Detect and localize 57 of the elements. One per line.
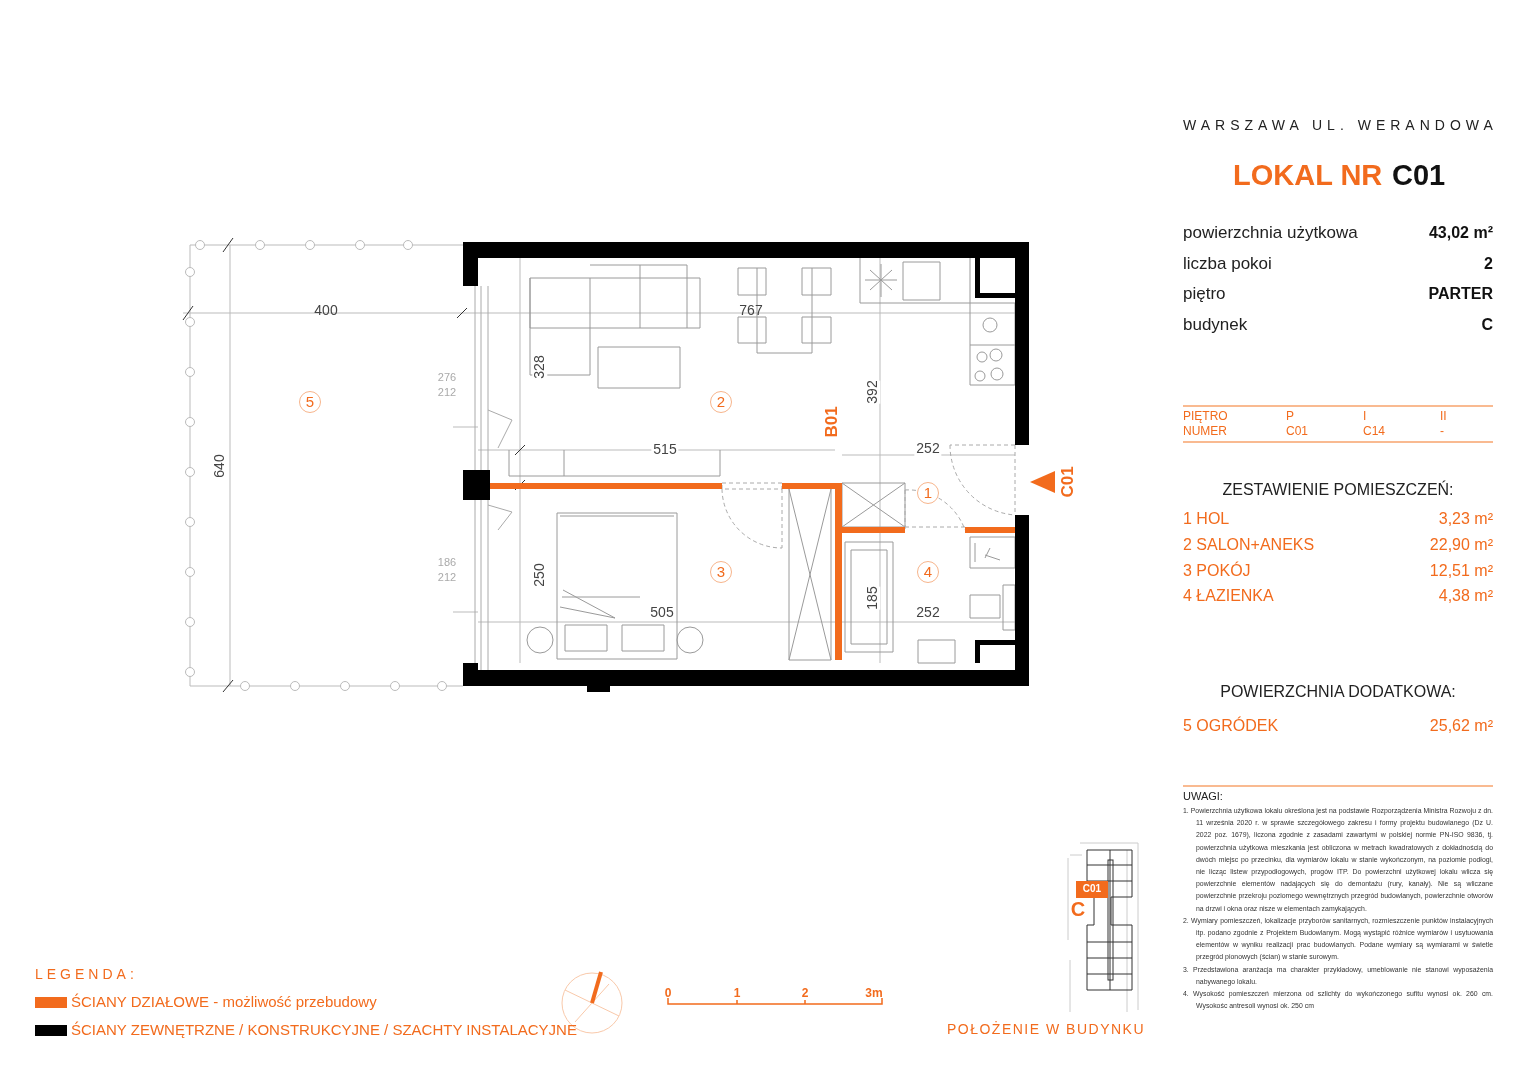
room-area: 3,23 m² (1438, 510, 1493, 528)
dimension-text: 212 (437, 571, 457, 584)
table-cell: PIĘTRO (1183, 410, 1228, 424)
field-label: budynek (1183, 316, 1248, 335)
scale-number: 0 (664, 987, 672, 1001)
dimension-text: 185 (865, 586, 881, 610)
dimension-text: 767 (739, 303, 763, 319)
caption: POŁOŻENIE W BUDYNKU (946, 1022, 1146, 1038)
room-name: 4 ŁAZIENKA (1183, 587, 1274, 605)
dimension-text: 212 (437, 386, 457, 399)
room-area: 22,90 m² (1429, 536, 1493, 554)
section-heading: POWIERZCHNIA DODATKOWA: (1220, 683, 1456, 701)
unit-marker: C01 (1082, 883, 1102, 894)
room-name: 5 OGRÓDEK (1183, 717, 1279, 735)
room-name: 3 POKÓJ (1183, 562, 1251, 580)
field-value: 43,02 m² (1428, 224, 1493, 242)
notes-heading: UWAGI: (1183, 790, 1223, 803)
room-area: 4,38 m² (1438, 587, 1493, 605)
room-name: 1 HOL (1183, 510, 1230, 528)
dimension-text: 252 (914, 441, 942, 457)
scale-number: 3m (865, 987, 883, 1001)
dimension-text: 276 (437, 371, 457, 384)
field-label: piętro (1183, 285, 1226, 304)
room-area: 12,51 m² (1429, 562, 1493, 580)
dimension-text: 392 (865, 380, 881, 404)
field-value: 2 (1484, 255, 1493, 273)
legend-heading: LEGENDA: (35, 967, 138, 983)
building-letter: C (1070, 898, 1086, 920)
dimension-text: 186 (437, 556, 457, 569)
legend-text: ŚCIANY DZIAŁOWE - możliwość przebudowy (71, 994, 377, 1011)
scale-number: 1 (733, 987, 741, 1001)
unit-number: C01 (1392, 160, 1446, 192)
room-name: 2 SALON+ANEKS (1183, 536, 1315, 554)
dimension-text: 400 (314, 303, 338, 319)
table-cell: I (1363, 410, 1367, 424)
table-cell: - (1440, 425, 1444, 439)
field-value: C (1481, 316, 1493, 334)
legend-text: ŚCIANY ZEWNĘTRZNE / KONSTRUKCYJNE / SZACHTY INSTALACYJNE (71, 1022, 577, 1039)
room-number: 4 (917, 561, 939, 583)
field-label: powierzchnia użytkowa (1183, 224, 1358, 243)
field-label: liczba pokoi (1183, 255, 1272, 274)
dimension-text: 328 (532, 355, 548, 379)
room-area: 25,62 m² (1429, 717, 1493, 735)
table-cell: C14 (1363, 425, 1385, 439)
room-number: 5 (299, 391, 321, 413)
heading: LOKAL NR (1233, 160, 1383, 192)
table-cell: C01 (1286, 425, 1308, 439)
table-cell: II (1440, 410, 1447, 424)
table-cell: P (1286, 410, 1294, 424)
room-number: 2 (710, 391, 732, 413)
field-value: PARTER (1428, 285, 1493, 303)
section-heading: ZESTAWIENIE POMIESZCZEŃ: (1222, 481, 1454, 499)
table-cell: NUMER (1183, 425, 1227, 439)
room-number: 3 (710, 561, 732, 583)
address-text: WARSZAWA UL. WERANDOWA (1183, 118, 1498, 134)
room-number: 1 (917, 482, 939, 504)
scale-number: 2 (801, 987, 809, 1001)
